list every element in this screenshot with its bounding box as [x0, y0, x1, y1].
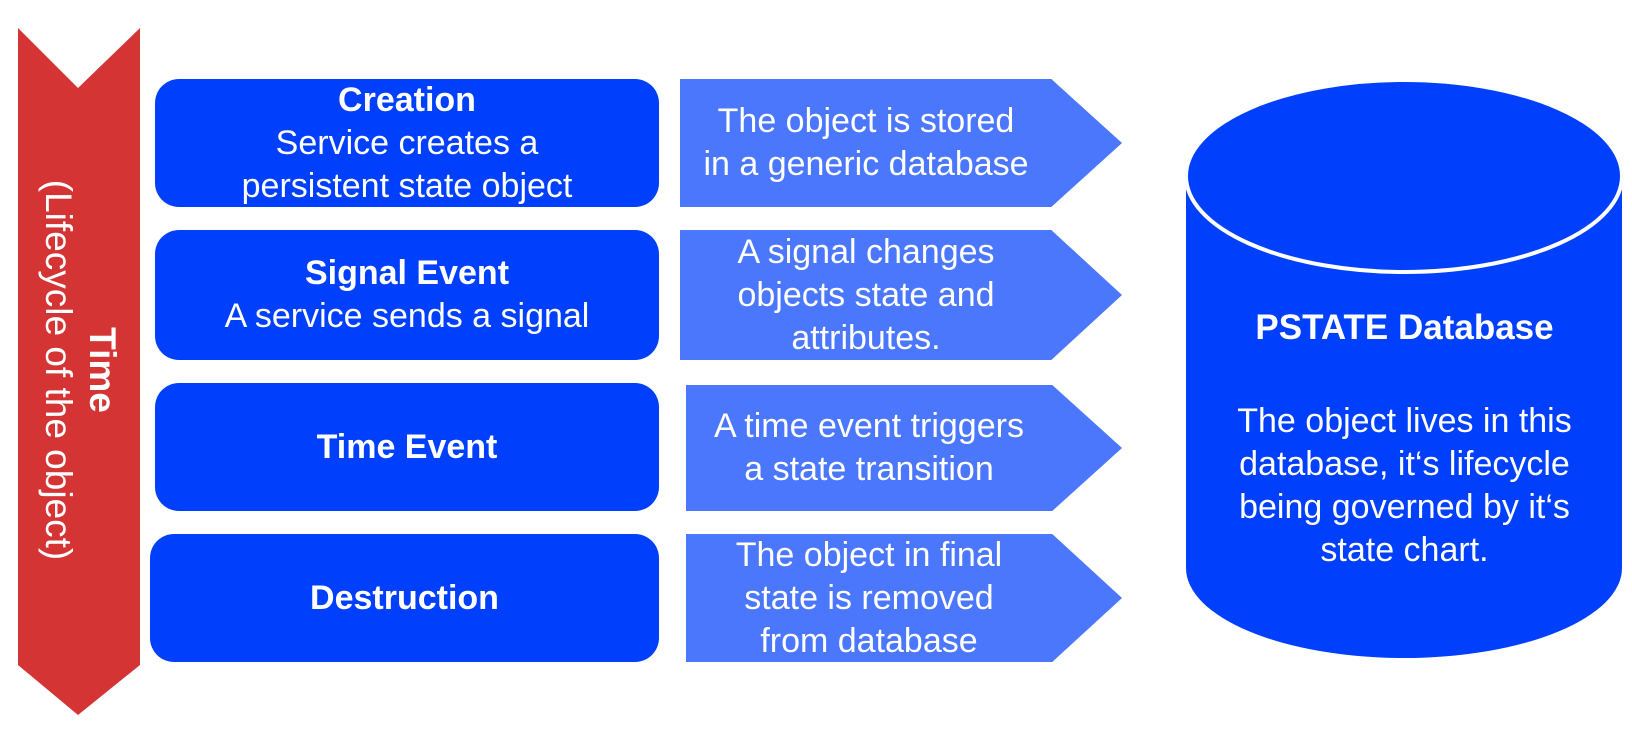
event-box-time: Time Event	[155, 383, 659, 511]
result-text-time: A time event triggers a state transition	[714, 407, 1024, 488]
time-axis-label: Time (Lifecycle of the object)	[36, 180, 124, 560]
time-axis-arrow	[18, 28, 140, 715]
result-text-creation: The object is stored in a generic databa…	[703, 102, 1029, 183]
event-desc-creation: Service creates a persistent state objec…	[241, 123, 573, 205]
event-box-signal: Signal Event A service sends a signal	[155, 230, 659, 360]
result-arrow-time	[686, 385, 1122, 511]
event-title-time: Time Event	[316, 427, 498, 466]
event-title-creation: Creation	[338, 80, 476, 119]
event-box-destruction: Destruction	[150, 534, 659, 662]
database-description: The object lives in this database, it‘s …	[1237, 402, 1572, 569]
event-desc-signal: A service sends a signal	[224, 297, 590, 335]
event-title-signal: Signal Event	[304, 254, 510, 292]
time-axis-subtitle: (Lifecycle of the object)	[38, 179, 79, 561]
result-arrow-destruction	[686, 534, 1122, 662]
event-box-creation: Creation Service creates a persistent st…	[155, 79, 659, 207]
result-text-destruction: The object in final state is removed fro…	[735, 535, 1003, 660]
time-axis-title: Time	[82, 327, 123, 413]
result-arrow-creation	[680, 79, 1122, 207]
database-title: PSTATE Database	[1255, 308, 1554, 347]
result-arrow-signal	[680, 230, 1122, 360]
result-text-signal: A signal changes objects state and attri…	[737, 232, 995, 357]
event-title-destruction: Destruction	[310, 578, 499, 617]
